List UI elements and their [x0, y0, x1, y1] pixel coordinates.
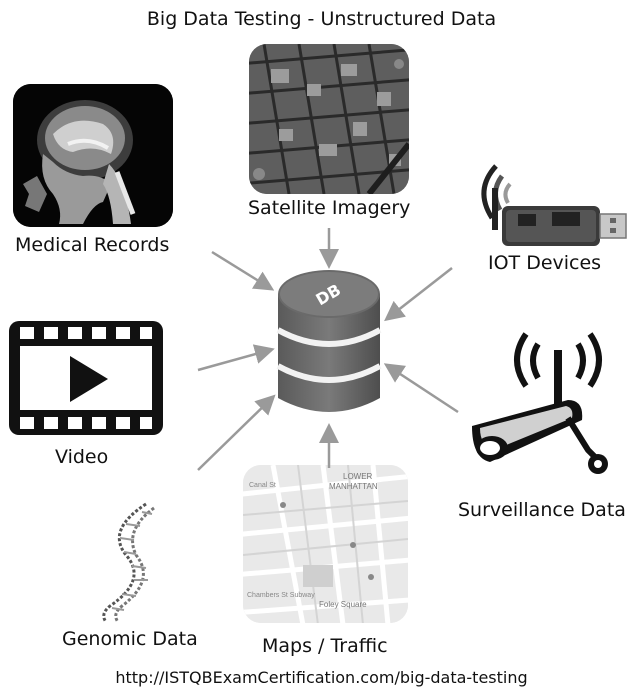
source-label-genomic: Genomic Data [62, 628, 198, 650]
satellite-image [249, 44, 409, 194]
arrow-from-genomic [197, 394, 276, 471]
source-label-medical: Medical Records [15, 234, 170, 256]
map-text-lower: LOWER [343, 472, 373, 481]
source-url[interactable]: http://ISTQBExamCertification.com/big-da… [115, 668, 528, 687]
surveillance-camera-icon [472, 332, 608, 474]
arrow-from-iot [384, 267, 453, 322]
dna-helix-image [102, 502, 155, 623]
source-label-maps: Maps / Traffic [262, 635, 388, 657]
source-label-iot: IOT Devices [488, 252, 602, 274]
database-icon: DB [276, 270, 382, 412]
source-label-surveillance: Surveillance Data [458, 499, 626, 521]
map-text-canal-st: Canal St [249, 482, 276, 489]
map-text-chambers-st: Chambers St Subway [247, 592, 315, 599]
iot-device-icon [481, 164, 627, 246]
source-label-video: Video [55, 446, 109, 468]
source-label-satellite: Satellite Imagery [248, 197, 411, 219]
video-film-icon [9, 321, 163, 435]
map-text-manhattan: MANHATTAN [329, 482, 378, 491]
arrow-from-video [197, 344, 275, 372]
map-image: LOWER MANHATTAN Canal St Foley Square Ch… [243, 465, 408, 623]
arrow-from-medical [211, 250, 275, 291]
map-text-foley-square: Foley Square [319, 600, 367, 609]
mri-scan-image [13, 84, 173, 227]
arrow-from-surveillance [383, 363, 459, 414]
page-title: Big Data Testing - Unstructured Data [146, 8, 497, 30]
